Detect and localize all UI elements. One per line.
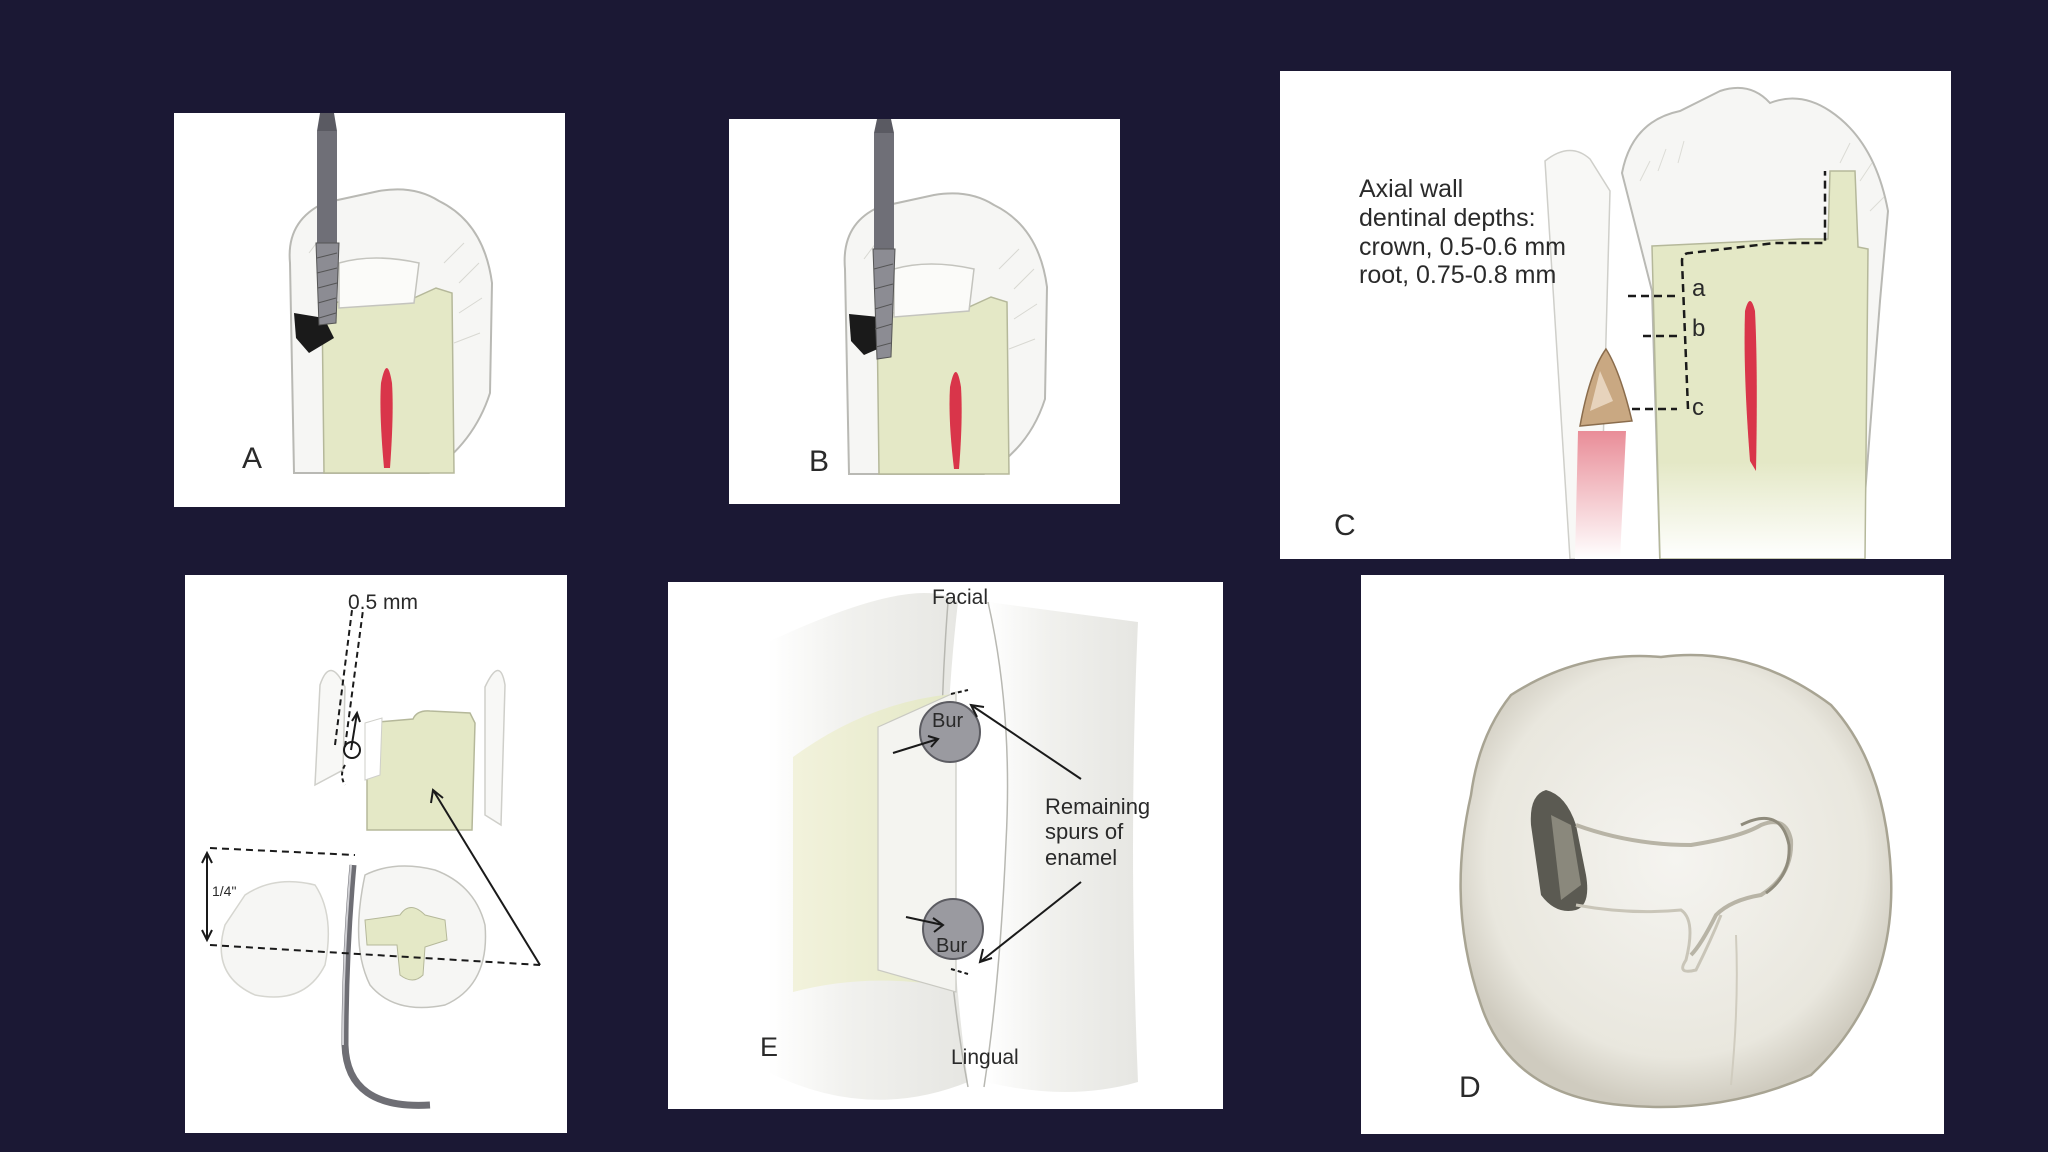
quarter-inch-label: 1/4" (212, 883, 237, 899)
facial-label: Facial (932, 586, 989, 609)
panel-a-illustration: A (174, 113, 565, 507)
panel-d-letter: D (1459, 1071, 1481, 1104)
lingual-label: Lingual (951, 1046, 1019, 1069)
bur-label-bottom: Bur (936, 935, 968, 957)
tooth-crown-icon (768, 593, 1138, 1100)
depth-mark-a: a (1692, 275, 1706, 302)
panel-c-letter: C (1334, 509, 1356, 542)
pulp-canal-icon (1744, 301, 1757, 471)
bur-icon (315, 113, 340, 326)
panel-proximal-outline: 0.5 mm 1/4" (185, 575, 567, 1133)
panel-b-letter: B (809, 445, 830, 478)
panel-a-letter: A (242, 442, 263, 475)
panel-c-illustration: Axial wall dentinal depths: crown, 0.5-0… (1280, 71, 1951, 559)
axial-wall-title: Axial wall dentinal depths: crown, 0.5-0… (1359, 175, 1567, 290)
tooth-crown-icon (201, 609, 541, 1109)
depth-label: 0.5 mm (348, 591, 419, 614)
bur-icon (872, 119, 896, 360)
tooth-crown-icon (1459, 653, 1893, 1109)
enamel-spurs-label: Remaining spurs of enamel (1045, 794, 1151, 870)
tooth-crown-icon (843, 119, 1049, 475)
pulp-canal-icon (949, 372, 962, 469)
tooth-crown-icon (288, 113, 494, 474)
depth-mark-b: b (1692, 315, 1706, 342)
depth-mark-c: c (1692, 394, 1704, 421)
tooth-crown-icon (1544, 87, 1890, 559)
panel-d-illustration: D (1361, 575, 1944, 1134)
pulp-canal-icon (380, 368, 393, 468)
bur-label-top: Bur (932, 710, 964, 732)
panel-e-letter: E (760, 1032, 779, 1062)
panel-e-illustration: Facial Lingual Bur Bur Remaining spurs o… (668, 582, 1223, 1109)
panel-b-illustration: B (729, 119, 1120, 504)
